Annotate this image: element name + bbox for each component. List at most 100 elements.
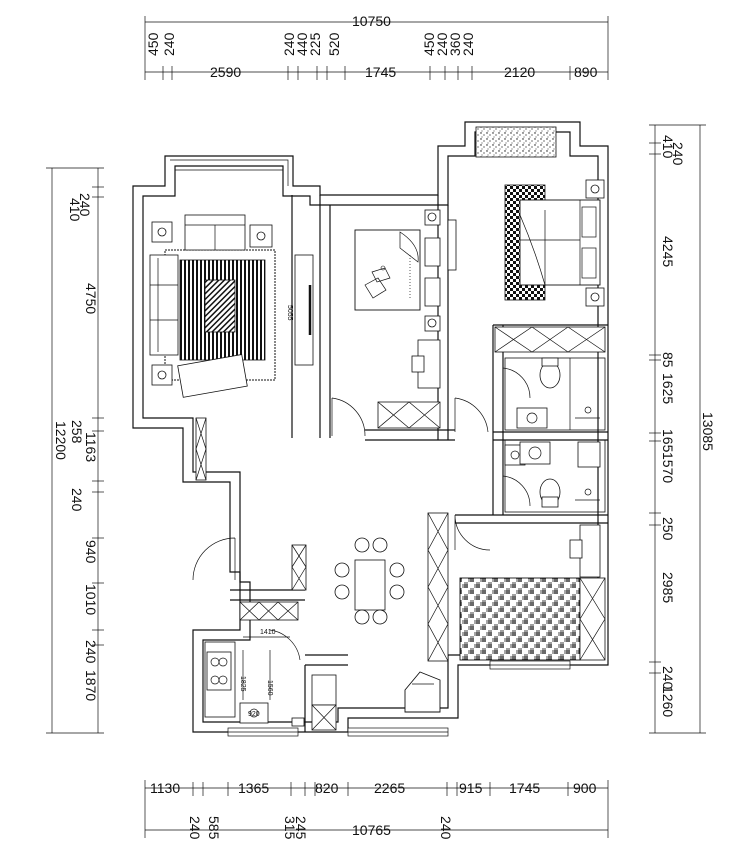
exterior-walls: [132, 121, 609, 733]
windows: [227, 660, 571, 737]
side-table-right: [249, 224, 273, 248]
lamp-icon: [590, 184, 600, 194]
right-dim-1: 4245: [660, 236, 676, 267]
right-dimension-lines: [649, 124, 706, 734]
bedroom-center: [354, 209, 441, 429]
left-middle-dim-1: 4750: [83, 283, 99, 314]
nightstand: [424, 237, 441, 267]
right-dim-3: 1625: [660, 373, 676, 404]
bottom-dimension-lines: [144, 780, 609, 838]
doors: [192, 367, 531, 661]
entry-corridor: [195, 417, 207, 481]
bottom-row-dim-2: 1365: [238, 780, 269, 796]
bottom-stacked-dim-1: 240: [187, 816, 203, 840]
left-lower-dim-3: 240: [83, 640, 99, 664]
lamp-icon: [427, 318, 437, 328]
right-dim-7: 2985: [660, 572, 676, 603]
plant-icon: [584, 406, 592, 414]
right-dim-9: 1260: [660, 686, 676, 717]
right-overall-dim: 13085: [700, 412, 716, 451]
desk: [579, 524, 601, 578]
bottom-overall-dim: 10765: [352, 822, 391, 838]
tall-cabinet: [427, 512, 449, 662]
bottom-row-dim-4: 2265: [374, 780, 405, 796]
sink-icon: [239, 702, 269, 724]
bottom-stacked-dim-2: 585: [206, 816, 222, 840]
double-bed: [354, 229, 421, 311]
bathroom-lower: [504, 439, 606, 513]
lamp-icon: [157, 227, 167, 237]
chair: [569, 539, 583, 559]
right-dim-2: 85: [660, 352, 676, 368]
right-dim-6: 250: [660, 517, 676, 541]
bed-lower: [459, 577, 581, 661]
left-stacked-dim-2: 240: [77, 193, 93, 217]
kitchen-dim-d: 920: [248, 711, 260, 718]
left-overall-dim: 12200: [53, 421, 69, 460]
top-row-dim-3: 2120: [504, 64, 535, 80]
wardrobe: [377, 401, 441, 429]
chair: [411, 355, 425, 373]
top-stacked-dim-10: 240: [460, 32, 476, 56]
right-stacked-dim-2: 240: [670, 142, 686, 166]
kitchen-dim-b: 1825: [239, 676, 246, 692]
bathroom-upper: [504, 357, 606, 431]
living-room: 5055: [149, 214, 314, 398]
sink-icon: [516, 407, 548, 429]
top-stacked-dim-4: 440: [294, 32, 310, 56]
nightstand: [424, 277, 441, 307]
dining-chairs: [334, 537, 405, 625]
bottom-row-dim-5: 915: [459, 780, 483, 796]
left-middle-dim-2: 258: [69, 420, 85, 444]
bedroom-lower: [427, 512, 606, 662]
stove-icon: [206, 651, 232, 691]
kitchen: 1410 1825 1560 920: [204, 601, 337, 731]
right-dim-5: 1570: [660, 452, 676, 483]
sideboard: [291, 544, 307, 591]
bottom-row-dim-6: 1745: [509, 780, 540, 796]
top-stacked-dim-3: 240: [281, 32, 297, 56]
coffee-table: [204, 279, 236, 333]
armchair-bottom: [177, 354, 248, 398]
wardrobe: [579, 577, 606, 661]
right-dim-8: 240: [660, 666, 676, 690]
balcony-planter: [475, 126, 557, 158]
top-row-dim-2: 1745: [365, 64, 396, 80]
left-middle-dim-3: 1163: [83, 432, 99, 462]
kitchen-dim-a: 1410: [260, 629, 276, 636]
top-stacked-dim-5: 225: [307, 32, 323, 56]
bottom-stacked-dim-3: 315: [282, 816, 298, 840]
side-table-bottom: [151, 364, 173, 386]
top-overall-dim: 10750: [352, 13, 391, 29]
top-stacked-dim-1: 450: [145, 32, 161, 56]
bottom-row-dim-3: 820: [315, 780, 339, 796]
top-stacked-dim-6: 520: [326, 32, 342, 56]
sofa: [149, 254, 179, 356]
bottom-stacked-dim-4: 245: [293, 816, 309, 840]
appliance-icon: [311, 674, 337, 706]
lamp-icon: [590, 292, 600, 302]
right-dim-4: 165: [660, 429, 676, 453]
dining-area: [291, 537, 441, 713]
top-dimension-lines: [144, 16, 609, 80]
master-bedroom: [447, 179, 606, 353]
left-lower-dim-1: 940: [83, 540, 99, 564]
top-row-dim-1: 2590: [210, 64, 241, 80]
dining-table: [354, 559, 386, 611]
side-table-top: [151, 221, 173, 243]
right-stacked-dim-1: 410: [660, 135, 676, 159]
top-row-dim-4: 890: [574, 64, 598, 80]
lamp-icon: [256, 231, 266, 241]
kitchen-dim-c: 1560: [266, 680, 273, 696]
fridge-icon: [404, 671, 441, 713]
left-middle-dim-4: 240: [69, 488, 85, 512]
bottom-row-dim-7: 900: [573, 780, 597, 796]
top-stacked-dim-7: 450: [421, 32, 437, 56]
living-room-dim: 5055: [286, 305, 293, 321]
left-lower-dim-2: 1010: [83, 584, 99, 615]
top-stacked-dim-9: 360: [447, 32, 463, 56]
top-stacked-dim-2: 240: [161, 32, 177, 56]
plant-icon: [584, 488, 592, 496]
left-dimension-lines: [46, 167, 104, 734]
